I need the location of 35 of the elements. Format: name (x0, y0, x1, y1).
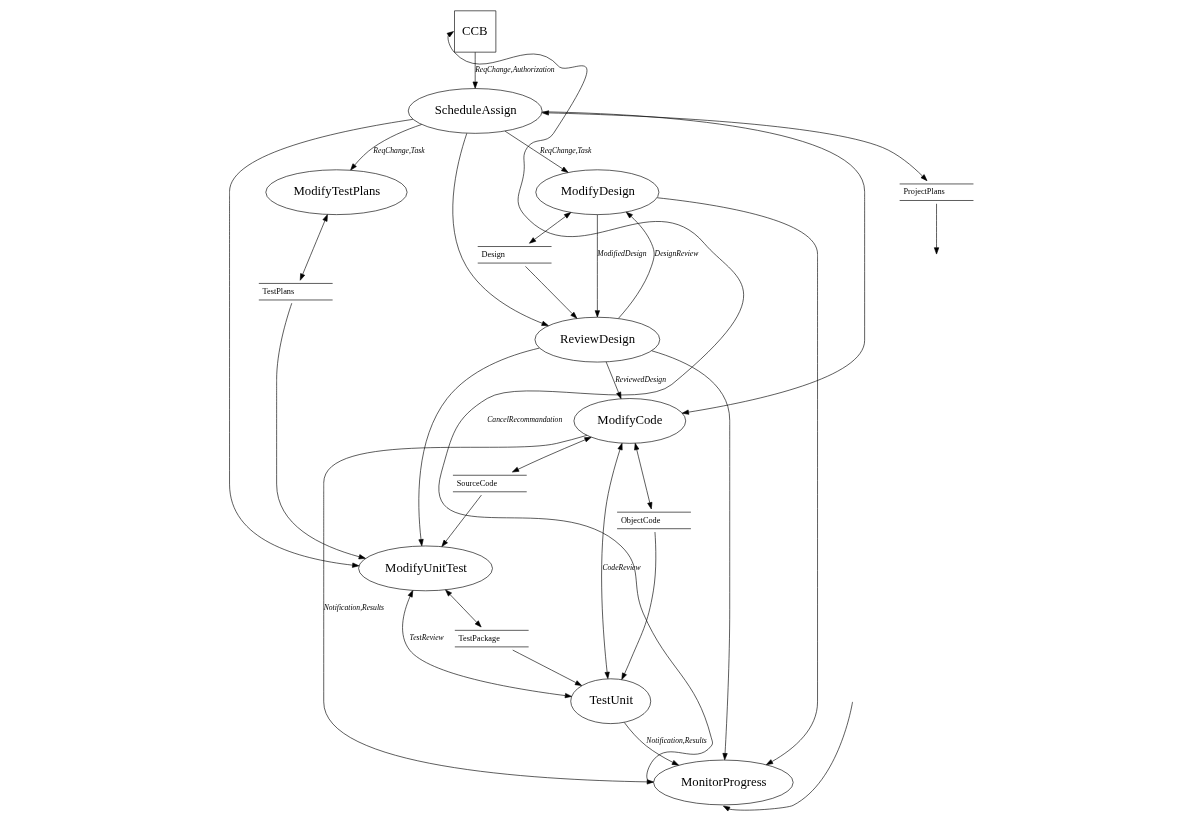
arrow (542, 111, 865, 415)
arrow (623, 722, 679, 766)
arrow (323, 435, 654, 785)
arrow (402, 590, 572, 699)
node-box: CCB (454, 10, 497, 53)
arrow (723, 701, 853, 812)
arrow (441, 494, 482, 547)
arrow (229, 119, 414, 568)
node-ellipse: ModifyDesign (535, 169, 660, 215)
arrow (651, 350, 731, 761)
arrow (525, 266, 578, 319)
arrow (601, 443, 623, 679)
arrow (299, 214, 328, 281)
arrow (618, 211, 655, 319)
arrow (350, 124, 422, 171)
arrow (529, 212, 572, 244)
arrow (605, 361, 622, 399)
arrow (634, 443, 653, 510)
arrow (934, 203, 940, 255)
arrow (452, 133, 549, 326)
arrow (472, 51, 478, 89)
arrow (438, 31, 744, 783)
arrow (621, 531, 657, 680)
arrow (276, 302, 366, 560)
node-ellipse: ScheduleAssign (407, 88, 543, 134)
arrow (445, 589, 482, 628)
arrow (504, 130, 569, 173)
arrow (541, 110, 928, 181)
node-ellipse: ModifyTestPlans (265, 169, 408, 215)
arrow (656, 197, 818, 765)
arrow (594, 214, 600, 318)
arrow (418, 347, 540, 547)
arrow (512, 649, 582, 686)
node-ellipse: ReviewDesign (534, 316, 661, 363)
arrow (512, 436, 592, 473)
